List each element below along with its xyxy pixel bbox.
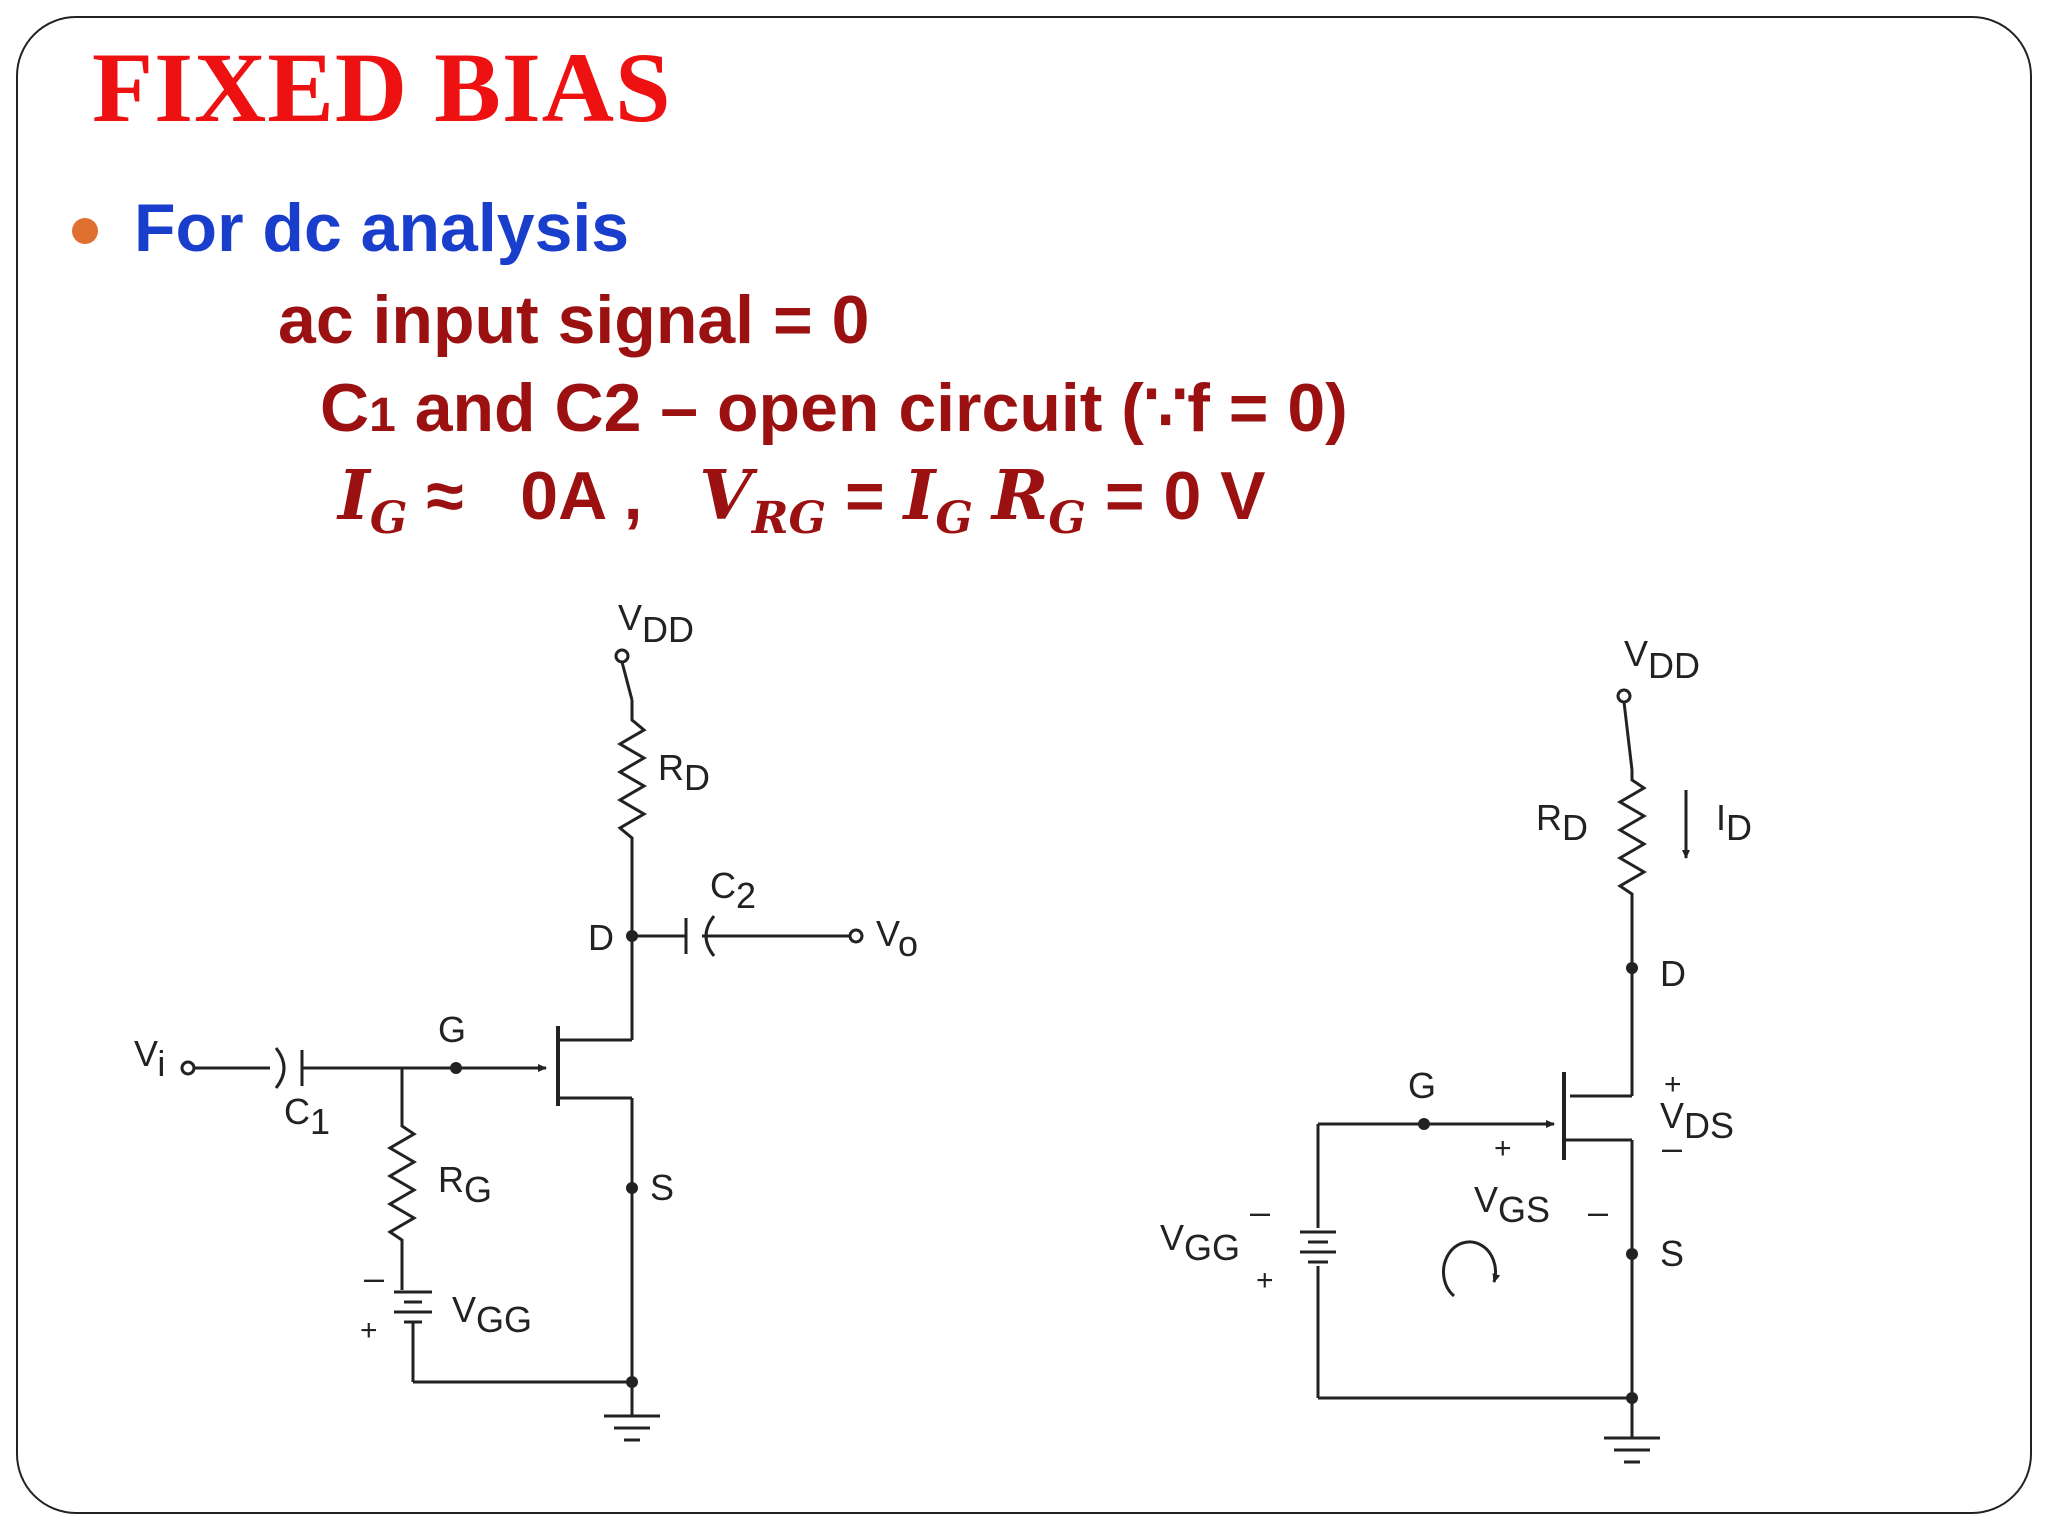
ig-sub: G: [369, 493, 408, 544]
right-s-label: S: [1660, 1233, 1684, 1274]
left-vo-terminal: [848, 928, 864, 944]
line-capacitors-open: C1 and C2 – open circuit (∵f = 0): [320, 374, 1348, 442]
line2-rest: and C2 – open circuit (∵f = 0): [395, 370, 1348, 446]
line-gate-current: IG ≈ 0A , VRG = IG RG = 0 V: [338, 462, 1266, 541]
c1-digit: 1: [369, 389, 396, 442]
left-g-label: G: [438, 1009, 466, 1050]
left-rd-label: RD: [658, 747, 710, 798]
right-id-label: ID: [1716, 797, 1752, 848]
approx-text: ≈ 0A ,: [407, 458, 700, 534]
left-rg-resistor: [387, 1114, 417, 1290]
left-vi-terminal: [180, 1060, 196, 1076]
left-vgg-label: VGG: [452, 1289, 532, 1340]
ig2-var: I: [903, 456, 936, 536]
slide-title: FIXED BIAS: [92, 32, 672, 143]
rg-var: R: [991, 456, 1049, 536]
eq1-text: =: [826, 458, 904, 534]
ig-var: I: [338, 456, 370, 536]
left-c2-label: C2: [710, 865, 756, 916]
c1-letter: C: [320, 370, 370, 446]
left-vdd-label: VDD: [618, 597, 694, 650]
bullet-text: For dc analysis: [134, 190, 630, 266]
right-d-label: D: [1660, 953, 1686, 994]
right-vgs-plus: +: [1494, 1132, 1512, 1165]
right-g-label: G: [1408, 1065, 1436, 1106]
left-d-label: D: [588, 917, 614, 958]
right-vgg-minus: –: [1250, 1191, 1270, 1232]
bullet-dot-icon: [72, 218, 98, 244]
left-c1-label: C1: [284, 1091, 330, 1142]
line-ac-input: ac input signal = 0: [278, 282, 870, 358]
eq2-text: = 0 V: [1085, 458, 1266, 534]
right-vdd-label: VDD: [1624, 633, 1700, 686]
left-s-label: S: [650, 1167, 674, 1208]
left-vi-label: Vi: [134, 1033, 165, 1084]
rg-sub: G: [1048, 493, 1086, 544]
left-rd-resistor: [617, 700, 647, 936]
left-vo-label: Vo: [876, 913, 918, 964]
right-junction-dots: [1418, 962, 1638, 1404]
vrg-var: V: [699, 456, 752, 536]
right-circuit: [1300, 688, 1690, 1464]
right-vgg-label: VGG: [1160, 1217, 1240, 1268]
right-loop-arrow-icon: [1442, 1240, 1501, 1298]
right-vdd-terminal: [1616, 688, 1632, 704]
left-vdd-terminal: [614, 648, 630, 664]
left-rg-label: RG: [438, 1159, 492, 1210]
left-junction-dots: [450, 930, 638, 1388]
right-vds-minus: –: [1662, 1127, 1682, 1168]
left-vgg-minus: –: [364, 1257, 384, 1298]
right-rd-resistor: [1617, 770, 1647, 1096]
right-vds-label: VDS: [1660, 1095, 1734, 1146]
vrg-sub: RG: [751, 493, 827, 544]
left-c1-curve: [274, 1047, 286, 1089]
left-circuit: [180, 648, 864, 1442]
ig2-sub: G: [935, 493, 973, 544]
right-rd-label: RD: [1536, 797, 1588, 848]
right-vgg-plus: +: [1256, 1264, 1274, 1297]
left-vgg-plus: +: [360, 1314, 378, 1347]
right-vgs-minus: –: [1588, 1191, 1608, 1232]
right-vds-plus: +: [1664, 1068, 1682, 1101]
right-vgs-label: VGS: [1474, 1179, 1550, 1230]
slide-frame: [16, 16, 2032, 1514]
